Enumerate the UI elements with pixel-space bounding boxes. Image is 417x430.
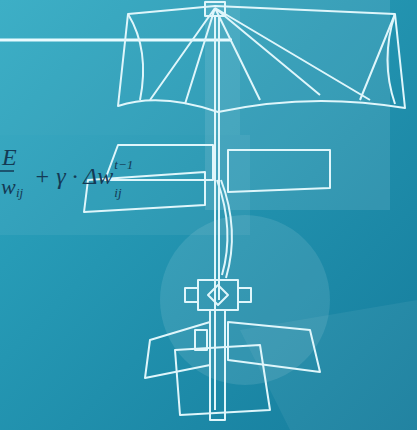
formula-subscript: ij xyxy=(114,186,121,199)
fuselage xyxy=(214,16,216,410)
formula-term: + γ · Δw xyxy=(34,164,113,188)
panel xyxy=(0,135,250,235)
wing-rib xyxy=(128,14,395,104)
fraction-bar xyxy=(0,170,14,172)
servo xyxy=(195,330,207,350)
motor xyxy=(238,288,251,302)
formula-numerator: E xyxy=(2,145,17,169)
formula-subscript: ij xyxy=(16,186,23,199)
formula-superscript: t−1 xyxy=(114,158,133,171)
fuselage xyxy=(218,16,220,300)
gearbox xyxy=(198,280,238,310)
ornithopter xyxy=(84,2,405,420)
panel xyxy=(0,0,240,135)
gear xyxy=(208,285,228,305)
tail-plane xyxy=(175,345,270,415)
formula-variable: w xyxy=(1,176,16,198)
upper-wing xyxy=(118,6,405,112)
main-wing xyxy=(228,150,330,192)
wing-hub xyxy=(205,2,225,16)
motor xyxy=(185,288,198,302)
tail-fin xyxy=(210,310,225,420)
rule-line xyxy=(0,39,232,42)
wing-rib xyxy=(150,8,395,104)
halo xyxy=(160,215,330,385)
linkage xyxy=(217,180,232,278)
